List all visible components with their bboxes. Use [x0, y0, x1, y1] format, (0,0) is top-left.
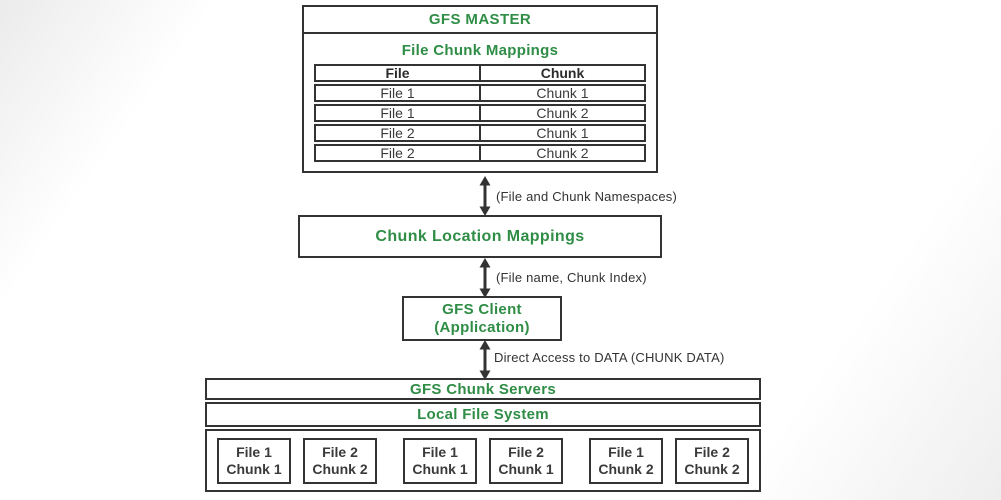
chunk-id-label: Chunk 1 — [412, 460, 468, 477]
chunk-id-label: Chunk 1 — [498, 460, 554, 477]
table-row: File 2 Chunk 1 — [314, 124, 646, 142]
file-chunk-mappings-title: File Chunk Mappings — [401, 42, 559, 59]
chunk-file-label: File 2 — [322, 443, 358, 460]
gfs-chunk-servers-title: GFS Chunk Servers — [205, 378, 761, 400]
chunk-box: File 2 Chunk 1 — [489, 437, 563, 484]
table-header-row: File Chunk — [314, 64, 646, 82]
chunk-server-pair: File 1 Chunk 2 File 2 Chunk 2 — [589, 437, 749, 484]
table-cell-chunk: Chunk 2 — [536, 104, 589, 121]
gfs-chunk-servers-box: GFS Chunk Servers Local File System File… — [205, 378, 761, 492]
table-cell-chunk: Chunk 1 — [536, 124, 589, 141]
local-file-system-title: Local File System — [205, 402, 761, 427]
chunk-file-label: File 1 — [422, 443, 458, 460]
table-row: File 1 Chunk 2 — [314, 104, 646, 122]
table-row: File 1 Chunk 1 — [314, 84, 646, 102]
gfs-master-box: GFS MASTER File Chunk Mappings File Chun… — [302, 5, 658, 173]
table-header-chunk: Chunk — [540, 64, 585, 81]
chunk-box: File 2 Chunk 2 — [303, 437, 377, 484]
chunk-box: File 1 Chunk 1 — [403, 437, 477, 484]
chunk-id-label: Chunk 2 — [598, 460, 654, 477]
double-arrow-icon — [479, 258, 491, 298]
chunk-id-label: Chunk 2 — [684, 460, 740, 477]
table-header-file: File — [316, 65, 481, 80]
table-row: File 2 Chunk 2 — [314, 144, 646, 162]
gfs-client-box: GFS Client (Application) — [402, 296, 562, 341]
chunk-box: File 2 Chunk 2 — [675, 437, 749, 484]
chunk-box: File 1 Chunk 2 — [589, 437, 663, 484]
chunk-file-label: File 2 — [694, 443, 730, 460]
file-chunk-mapping-table: File Chunk File 1 Chunk 1 File 1 Chunk 2… — [314, 64, 646, 162]
chunk-server-pair: File 1 Chunk 1 File 2 Chunk 1 — [403, 437, 563, 484]
chunk-server-pair: File 1 Chunk 1 File 2 Chunk 2 — [217, 437, 377, 484]
table-cell-file: File 1 — [316, 85, 481, 100]
chunk-location-mappings-box: Chunk Location Mappings — [298, 215, 662, 258]
chunk-id-label: Chunk 2 — [312, 460, 368, 477]
table-cell-chunk: Chunk 1 — [536, 84, 589, 101]
table-cell-chunk: Chunk 2 — [536, 144, 589, 161]
chunk-server-storage-area: File 1 Chunk 1 File 2 Chunk 2 File 1 Chu… — [205, 429, 761, 492]
double-arrow-icon — [479, 176, 491, 216]
gfs-client-line1: GFS Client — [442, 300, 522, 318]
chunk-id-label: Chunk 1 — [226, 460, 282, 477]
table-cell-file: File 2 — [316, 145, 481, 160]
double-arrow-icon — [479, 340, 491, 380]
arrow-label-filename-index: (File name, Chunk Index) — [496, 270, 647, 285]
gfs-client-line2: (Application) — [434, 318, 530, 336]
table-cell-file: File 1 — [316, 105, 481, 120]
chunk-file-label: File 2 — [508, 443, 544, 460]
table-cell-file: File 2 — [316, 125, 481, 140]
arrow-label-namespaces: (File and Chunk Namespaces) — [496, 189, 677, 204]
chunk-file-label: File 1 — [236, 443, 272, 460]
chunk-file-label: File 1 — [608, 443, 644, 460]
chunk-box: File 1 Chunk 1 — [217, 437, 291, 484]
gfs-master-title: GFS MASTER — [304, 7, 656, 34]
arrow-label-direct-access: Direct Access to DATA (CHUNK DATA) — [494, 350, 725, 365]
